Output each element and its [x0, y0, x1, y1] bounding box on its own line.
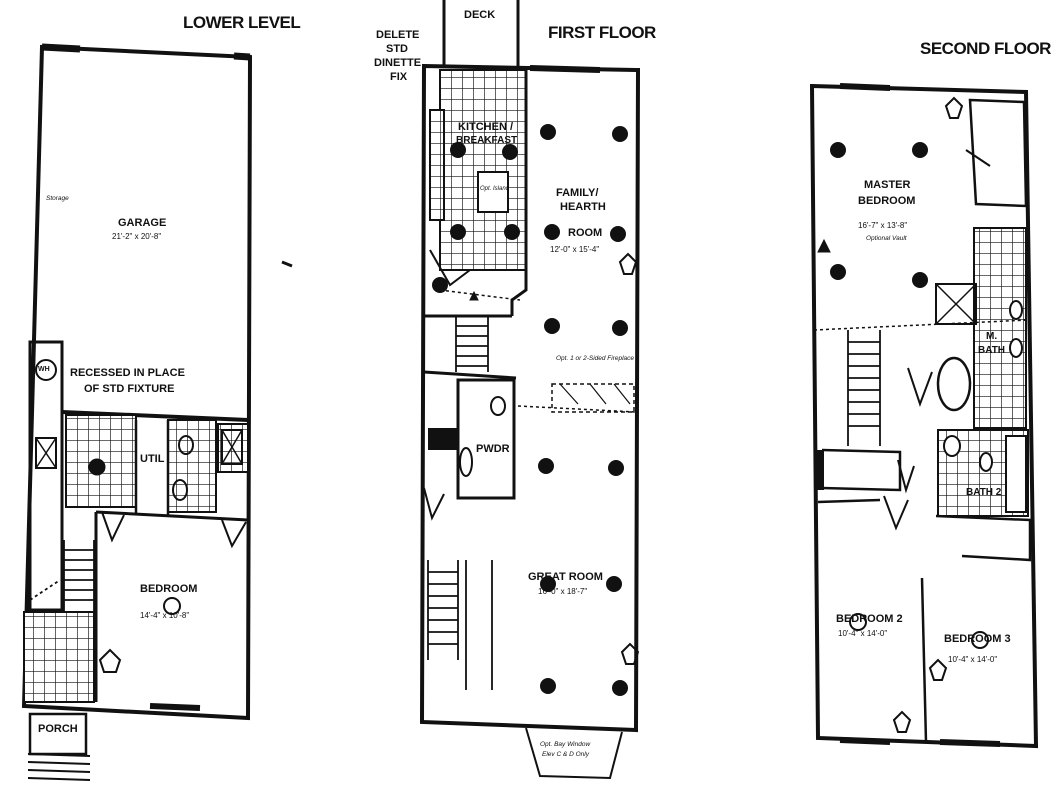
second-floor-title: SECOND FLOOR: [920, 39, 1051, 58]
second-floor-plan: [809, 83, 1039, 749]
lower-bedroom-dimensions: 14'-4" x 10'-8": [140, 611, 190, 620]
master-dimensions: 16'-7" x 13'-8": [858, 221, 908, 230]
second-ceiling-lights: [830, 142, 928, 288]
great-room-label: GREAT ROOM: [528, 571, 603, 583]
delete-note-line1: DELETE: [376, 29, 420, 41]
lower-fixture-icon: [88, 458, 106, 476]
recessed-note-line2: OF STD FIXTURE: [84, 383, 175, 395]
great-room-dimensions: 16'-0" x 18'-7": [538, 587, 588, 596]
bedroom3-dimensions: 10'-4" x 14'-0": [948, 655, 998, 664]
family-dimensions: 12'-0" x 15'-4": [550, 245, 600, 254]
bay-note-line2: Elev C & D Only: [542, 751, 589, 758]
family-label-line2: HEARTH: [560, 201, 606, 213]
powder-room: [456, 378, 516, 500]
lower-stairs: [29, 540, 95, 612]
master-bath-tile: [973, 227, 1027, 429]
master-tub-icon: [936, 356, 972, 412]
bay-window: [525, 727, 623, 780]
master-vault-note: Optional Vault: [866, 235, 907, 242]
garage-label: GARAGE: [118, 217, 167, 229]
kitchen-label-line2: BREAKFAST: [456, 135, 518, 146]
mbath-label-line1: M.: [986, 331, 998, 342]
recessed-note-line1: RECESSED IN PLACE: [70, 367, 185, 379]
island-label: Opt. Island: [480, 186, 510, 192]
deck-label: DECK: [464, 9, 496, 21]
lower-level-title: LOWER LEVEL: [183, 13, 301, 32]
bath2-label: BATH 2: [966, 487, 1002, 498]
lower-bedroom-label: BEDROOM: [140, 583, 198, 595]
delete-note-line4: FIX: [390, 71, 408, 83]
pwdr-toilet-icon: [490, 396, 506, 416]
second-outer-wall: [809, 83, 1039, 749]
lower-smoke-detector-icon: [98, 648, 122, 673]
water-heater-icon: [35, 359, 57, 381]
second-stairs: [847, 330, 881, 446]
first-floor-plan: [419, 0, 641, 780]
lower-toilet-icon: [178, 435, 194, 455]
kitchen-island: [477, 171, 509, 213]
first-stairs-upper: [455, 316, 489, 372]
kitchen-tile: [439, 69, 527, 271]
bedroom2-dimensions: 10'-4" x 14'-0": [838, 629, 888, 638]
master-label-line2: BEDROOM: [858, 195, 916, 207]
first-smoke-detector-icon: [618, 252, 638, 275]
bedroom3-label: BEDROOM 3: [944, 633, 1011, 645]
family-label-line3: ROOM: [568, 227, 603, 239]
bedroom2-label: BEDROOM 2: [836, 613, 903, 625]
bed3-light-icon: [971, 631, 989, 649]
mbath-label-line2: BATH: [978, 345, 1006, 356]
bay-note-line1: Opt. Bay Window: [540, 741, 591, 748]
lower-bedroom-light-icon: [163, 597, 181, 615]
second-smoke-detector-icon: [944, 96, 964, 119]
master-label-line1: MASTER: [864, 179, 911, 191]
pwdr-sink-icon: [459, 447, 473, 477]
first-floor-title: FIRST FLOOR: [548, 23, 656, 42]
storage-label: Storage: [46, 195, 69, 202]
pwdr-label: PWDR: [476, 443, 510, 455]
delete-note-line3: DINETTE: [374, 57, 422, 69]
fireplace-note: Opt. 1 or 2-Sided Fireplace: [556, 355, 635, 362]
util-label: UTIL: [140, 453, 165, 465]
first-stairs-lower: [427, 560, 493, 690]
kitchen-label-line1: KITCHEN /: [458, 121, 513, 133]
garage-wall: [61, 410, 249, 422]
lower-shower-icon: [35, 437, 57, 469]
delete-note-line2: STD: [386, 43, 408, 55]
bed2-light-icon: [849, 613, 867, 631]
util-closet-tile: [167, 419, 217, 513]
bedroom-division-wall: [920, 577, 928, 743]
garage-dimensions: 21'-2" x 20'-8": [112, 232, 162, 241]
family-label-line1: FAMILY/: [556, 187, 599, 199]
lower-bedroom-wall: [94, 510, 249, 702]
deck: [442, 0, 520, 66]
wh-label: WH: [38, 366, 50, 373]
lower-level-plan: [21, 43, 293, 781]
porch-label: PORCH: [38, 723, 78, 735]
first-ceiling-lights: [432, 124, 628, 696]
lower-sink-icon: [172, 479, 188, 501]
lower-stair-tile: [23, 611, 95, 703]
